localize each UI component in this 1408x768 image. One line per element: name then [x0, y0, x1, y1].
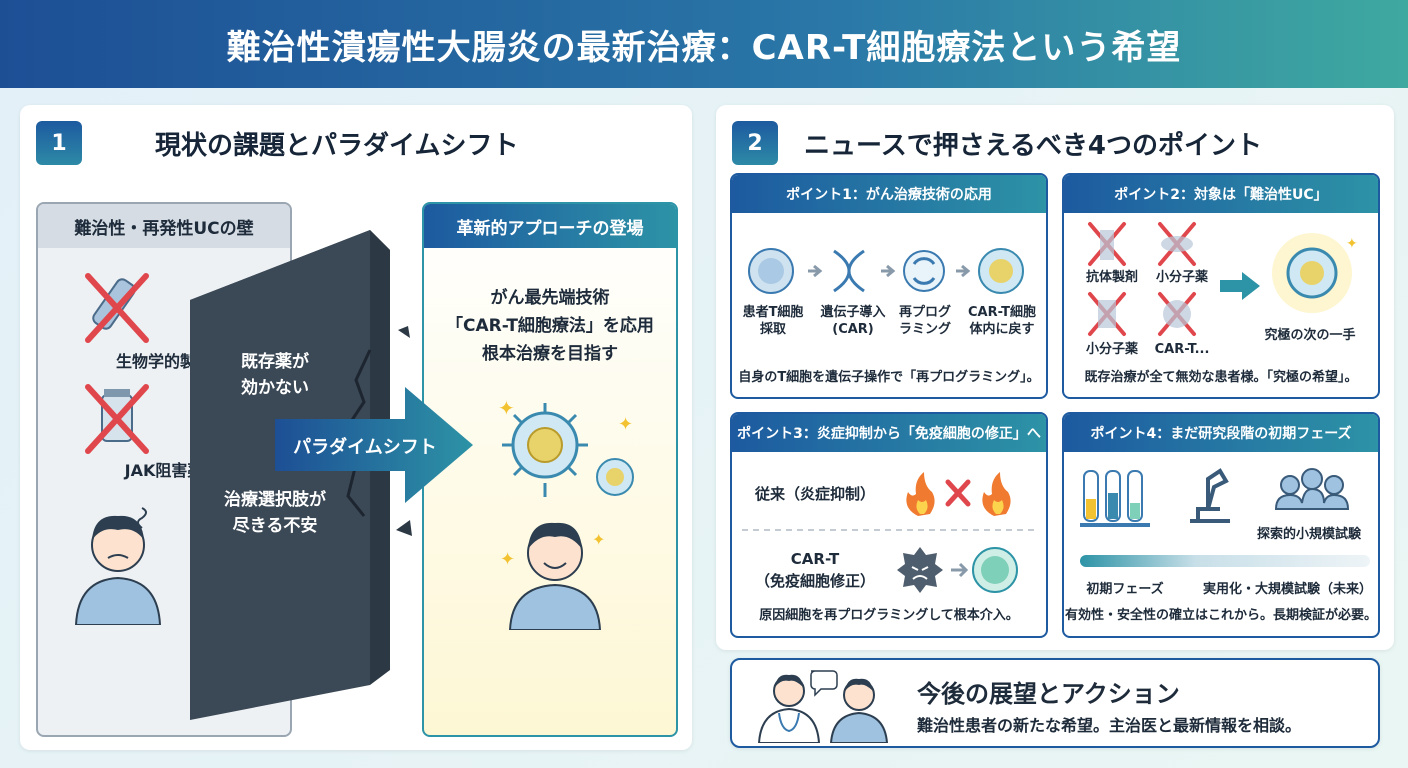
car-t-cell-icon: ✦ ✦: [498, 396, 634, 497]
paradigm-shift-label: パラダイムシフト: [293, 437, 437, 458]
point1-step2-b: (CAR): [832, 322, 874, 337]
point1-step1-b: 採取: [759, 322, 786, 337]
point1-step4-b: 体内に戻す: [969, 322, 1035, 337]
wall-text2-line2: 尽きる不安: [232, 516, 318, 536]
section2-number: 2: [732, 121, 778, 165]
paradigm-shift-arrow: [275, 387, 473, 503]
outlook-text: 難治性患者の新たな希望。主治医と最新情報を相談。: [917, 716, 1302, 735]
point3-title: ポイント3：炎症抑制から「免疫細胞の修正」へ: [732, 414, 1046, 452]
point4-timeline-bar: [1080, 555, 1370, 567]
point3-fire-cross-icon: [906, 472, 1011, 516]
point2-label2: 小分子薬: [1155, 270, 1208, 285]
point4-phase-end: 実用化・大規模試験（未来）: [1202, 582, 1372, 597]
new-line2: 「CAR-T細胞療法」を応用: [446, 316, 654, 336]
wall-text1-line2: 効かない: [241, 378, 309, 398]
point1-step2-a: 遺伝子導入: [820, 305, 886, 320]
svg-text:✦: ✦: [498, 396, 515, 420]
point2-label1: 抗体製剤: [1085, 270, 1138, 285]
point4-title: ポイント4：まだ研究段階の初期フェーズ: [1064, 414, 1378, 452]
point4-trial-label: 探索的小規模試験: [1256, 527, 1361, 542]
new-line3: 根本治療を目指す: [482, 344, 618, 364]
new-approach-title: 革新的アプローチの登場: [424, 204, 676, 248]
point2-label3: 小分子薬: [1085, 342, 1138, 357]
section1-number: 1: [36, 121, 82, 165]
jak-crossed-icon: [85, 384, 149, 454]
point2-cart-cell-icon: ✦: [1272, 233, 1358, 313]
header-banner: 難治性潰瘍性大腸炎の最新治療：CAR-T細胞療法という希望: [0, 0, 1408, 88]
svg-text:✦: ✦: [1346, 236, 1358, 252]
point2-crossed-drugs-icon: [1088, 222, 1196, 336]
point3-divider: [742, 529, 1038, 531]
svg-text:✦: ✦: [592, 530, 605, 549]
point2-arrow-icon: [1220, 272, 1260, 300]
point4-caption: 有効性・安全性の確立はこれから。長期検証が必要。: [1064, 608, 1377, 623]
drug1-label: 生物学的製剤: [115, 352, 212, 371]
wall-box-title: 難治性・再発性UCの壁: [38, 204, 290, 248]
section1-panel: 1 現状の課題とパラダイムシフト 難治性・再発性UCの壁 生物学的製剤 JAK阻…: [20, 105, 692, 750]
hopeful-patient-icon: ✦ ✦: [500, 522, 605, 630]
wall-text2-line1: 治療選択肢が: [224, 490, 326, 510]
page-title: 難治性潰瘍性大腸炎の最新治療：CAR-T細胞療法という希望: [226, 27, 1182, 68]
point1-caption: 自身のT細胞を遺伝子操作で「再プログラミング」。: [738, 370, 1040, 385]
section1-title: 現状の課題とパラダイムシフト: [155, 131, 519, 161]
point3-card: ポイント3：炎症抑制から「免疫細胞の修正」へ: [730, 412, 1048, 638]
point3-row2-b: （免疫細胞修正）: [754, 572, 875, 590]
point2-title: ポイント2：対象は「難治性UC」: [1064, 175, 1378, 213]
wall-illustration: [190, 230, 412, 720]
point1-title: ポイント1：がん治療技術の応用: [732, 175, 1046, 213]
point3-row1: 従来（炎症抑制）: [754, 485, 875, 503]
point3-row2-a: CAR-T: [790, 550, 840, 568]
drug2-label: JAK阻害薬: [124, 461, 204, 480]
outlook-panel: 今後の展望とアクション 難治性患者の新たな希望。主治医と最新情報を相談。: [730, 658, 1380, 748]
worried-patient-icon: [74, 507, 162, 625]
outlook-title: 今後の展望とアクション: [917, 680, 1180, 708]
point4-lab-icons: [1080, 468, 1350, 527]
new-line1: がん最先端技術: [490, 288, 610, 308]
doctor-patient-icon: [757, 670, 889, 743]
point2-result: 究極の次の一手: [1264, 328, 1356, 343]
point2-caption: 既存治療が全て無効な患者様。「究極の希望」。: [1084, 370, 1358, 385]
point3-caption: 原因細胞を再プログラミングして根本介入。: [759, 608, 1019, 623]
biologic-crossed-icon: [85, 273, 149, 343]
point1-step3-b: ラミング: [898, 322, 951, 337]
wall-text1-line1: 既存薬が: [241, 352, 309, 372]
point4-phase-start: 初期フェーズ: [1086, 582, 1164, 597]
point2-label4: CAR-T...: [1154, 342, 1210, 357]
point1-step3-a: 再プログ: [898, 305, 951, 320]
point3-cell-transform-icon: [897, 547, 1018, 593]
point1-step4-a: CAR-T細胞: [968, 305, 1036, 320]
point1-flow-icons: [748, 248, 1024, 294]
svg-text:✦: ✦: [618, 414, 633, 435]
point1-step1-a: 患者T細胞: [742, 305, 804, 320]
section2-title: ニュースで押さえるべき4つのポイント: [804, 131, 1263, 161]
svg-text:✦: ✦: [500, 549, 515, 570]
